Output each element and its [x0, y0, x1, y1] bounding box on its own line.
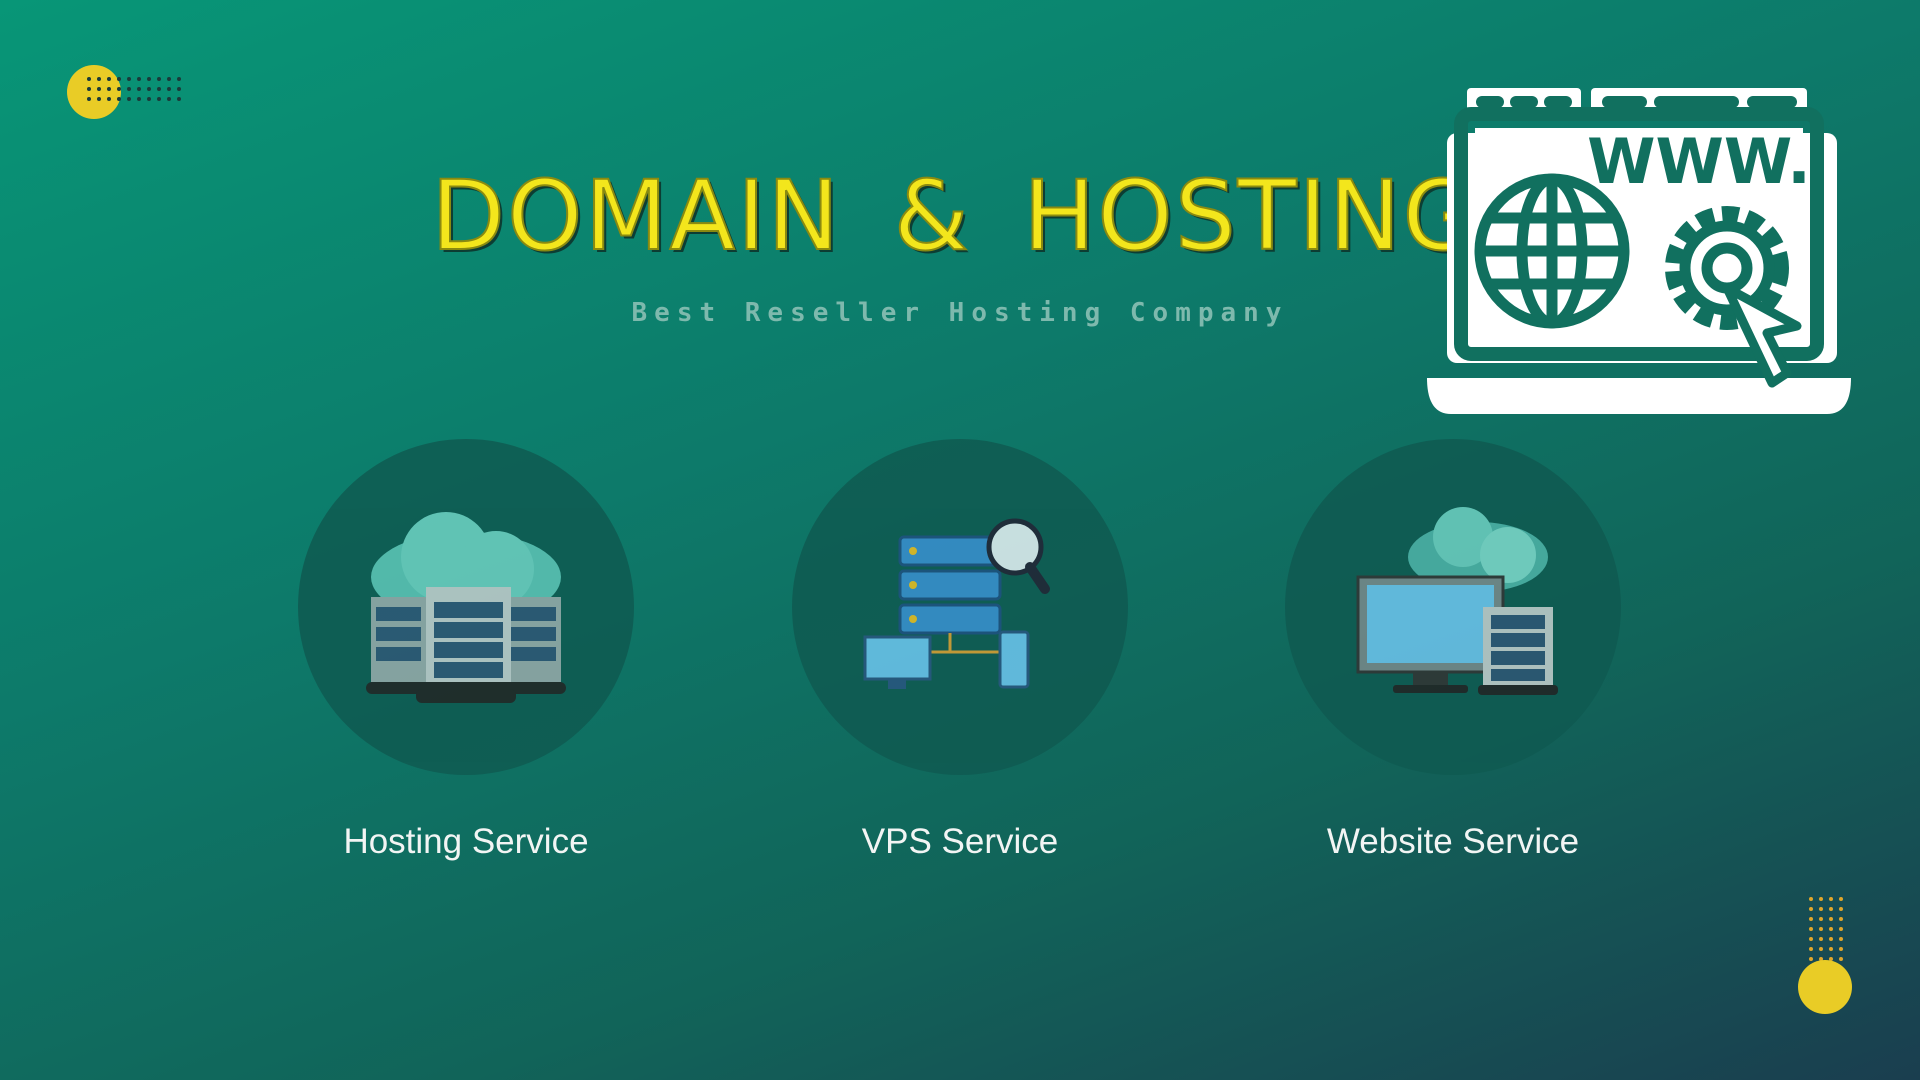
vps-service-card[interactable]	[792, 439, 1128, 775]
dot	[1839, 937, 1843, 941]
dot	[107, 97, 111, 101]
cloud-server-icon	[366, 512, 566, 703]
page-title: DOMAIN & HOSTING	[0, 159, 1920, 273]
dot	[177, 77, 181, 81]
dot	[137, 97, 141, 101]
dot	[1819, 907, 1823, 911]
www-text: WWW.	[1587, 125, 1811, 198]
dot	[147, 77, 151, 81]
page-subtitle: Best Reseller Hosting Company	[631, 298, 1289, 328]
dot	[1839, 957, 1843, 961]
dot	[157, 97, 161, 101]
hosting-service-label[interactable]: Hosting Service	[343, 822, 589, 861]
dot	[87, 77, 91, 81]
dot	[107, 87, 111, 91]
laptop-www-gear-icon: WWW.	[1427, 88, 1851, 414]
website-service-card[interactable]	[1285, 439, 1621, 775]
dot	[157, 77, 161, 81]
dot	[1839, 897, 1843, 901]
dot	[147, 97, 151, 101]
dot	[87, 97, 91, 101]
dot	[1819, 927, 1823, 931]
dot	[1809, 927, 1813, 931]
dot	[1819, 957, 1823, 961]
dot	[1839, 927, 1843, 931]
dot	[1809, 947, 1813, 951]
dot	[1809, 897, 1813, 901]
dot	[1839, 907, 1843, 911]
dot	[1829, 907, 1833, 911]
dot	[117, 77, 121, 81]
dot	[1819, 917, 1823, 921]
dot	[177, 87, 181, 91]
dot	[1819, 937, 1823, 941]
dot	[87, 87, 91, 91]
dot	[1829, 897, 1833, 901]
hosting-service-card[interactable]	[298, 439, 634, 775]
title-text: DOMAIN & HOSTING	[430, 159, 1479, 273]
dot	[1829, 937, 1833, 941]
dot	[1819, 947, 1823, 951]
dot	[127, 97, 131, 101]
dot	[167, 87, 171, 91]
dot	[1809, 917, 1813, 921]
dot	[147, 87, 151, 91]
decorative-yellow-circle	[67, 65, 121, 119]
website-service-label[interactable]: Website Service	[1326, 822, 1580, 861]
dot	[97, 77, 101, 81]
dot	[127, 87, 131, 91]
dot	[1809, 957, 1813, 961]
decorative-dot-grid	[84, 74, 184, 104]
dot	[137, 77, 141, 81]
dot	[177, 97, 181, 101]
dot	[167, 97, 171, 101]
vps-service-label[interactable]: VPS Service	[861, 822, 1059, 861]
dot	[1829, 927, 1833, 931]
dot	[1829, 957, 1833, 961]
dot	[157, 87, 161, 91]
dot	[1839, 917, 1843, 921]
dot	[1819, 897, 1823, 901]
dot	[1809, 937, 1813, 941]
dot	[127, 77, 131, 81]
dot	[1829, 947, 1833, 951]
dot	[137, 87, 141, 91]
dot	[1839, 947, 1843, 951]
dot	[107, 77, 111, 81]
decorative-dot-grid	[1806, 894, 1846, 964]
dot	[117, 97, 121, 101]
vps-server-icon	[863, 518, 1050, 689]
dot	[1829, 917, 1833, 921]
dot	[97, 97, 101, 101]
dot	[97, 87, 101, 91]
dot	[1809, 907, 1813, 911]
decorative-yellow-circle	[1798, 960, 1852, 1014]
dot	[117, 87, 121, 91]
dot	[167, 77, 171, 81]
website-cloud-icon	[1356, 507, 1558, 695]
